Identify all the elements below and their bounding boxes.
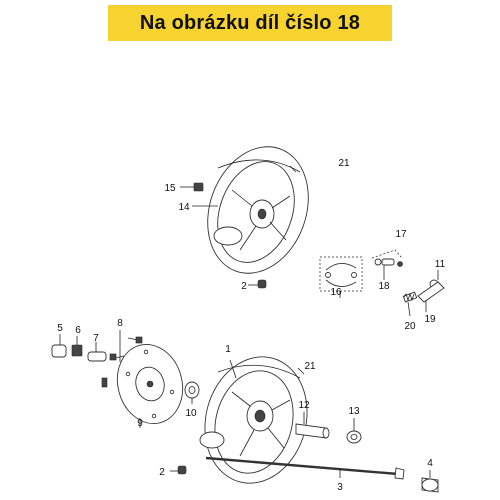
part-15-nut xyxy=(180,182,204,192)
callout-8: 8 xyxy=(117,318,123,329)
callout-7: 7 xyxy=(93,333,99,344)
callout-20: 20 xyxy=(404,321,416,332)
title-text: Na obrázku díl číslo 18 xyxy=(139,11,361,34)
callout-18: 18 xyxy=(378,281,390,292)
callout-4: 4 xyxy=(427,458,433,469)
part-7-spacer xyxy=(87,342,108,388)
part-4-axle-nut xyxy=(421,470,439,493)
part-9-brake-disc xyxy=(116,344,184,428)
callout-3: 3 xyxy=(337,482,343,493)
part-16-brake-shoes xyxy=(319,256,363,298)
callout-2-upper: 2 xyxy=(241,281,247,292)
part-11-19-20-brake-arm xyxy=(402,270,445,317)
front-wheel-lower xyxy=(199,356,308,484)
callout-19: 19 xyxy=(424,314,436,325)
callout-1: 1 xyxy=(225,344,231,355)
part-2-bolt-lower xyxy=(170,465,187,475)
part-6-nut xyxy=(71,336,83,357)
callout-11: 11 xyxy=(435,259,446,270)
callout-13: 13 xyxy=(348,406,360,417)
callout-5: 5 xyxy=(57,323,63,334)
callout-6: 6 xyxy=(75,325,81,336)
part-17-18-cam xyxy=(371,249,403,280)
callout-15: 15 xyxy=(164,183,176,194)
part-5-bushing xyxy=(51,334,67,358)
leader-21a xyxy=(289,165,297,173)
callout-10: 10 xyxy=(185,408,197,419)
title-banner: Na obrázku díl číslo 18 xyxy=(108,5,392,41)
callout-9: 9 xyxy=(137,418,143,429)
callout-12: 12 xyxy=(298,400,310,411)
part-2-bolt-upper xyxy=(248,279,267,289)
part-10-bearing xyxy=(184,381,200,404)
part-13-washer xyxy=(346,418,362,444)
part-3-axle xyxy=(205,456,405,480)
callout-16: 16 xyxy=(330,287,342,298)
rear-wheel-upper xyxy=(207,146,309,274)
callout-14: 14 xyxy=(178,202,190,213)
part-8-bolts xyxy=(109,330,143,362)
part-12-sleeve xyxy=(295,412,330,439)
callout-labels: 21 15 14 17 11 2 18 16 19 20 8 5 6 7 1 2… xyxy=(57,158,445,493)
callout-21-upper: 21 xyxy=(338,158,350,169)
callout-2-lower: 2 xyxy=(159,467,165,478)
callout-21-lower: 21 xyxy=(304,361,316,372)
callout-17: 17 xyxy=(395,229,407,240)
